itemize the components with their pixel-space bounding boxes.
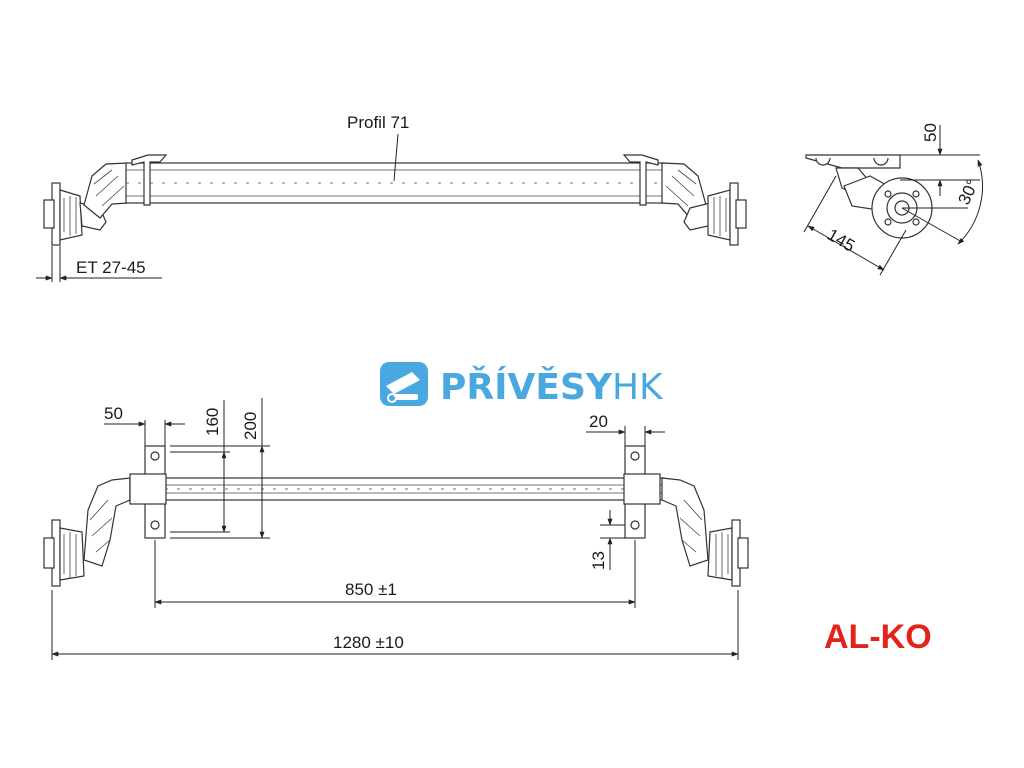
svg-text:PŘÍVĚSYHK: PŘÍVĚSYHK [440,366,664,408]
axle-tube-front [129,445,665,539]
left-swing-arm-front [83,477,131,567]
axle-front-view [43,398,749,660]
front-dim-50: 50 [104,404,123,423]
et-dimension [36,246,162,282]
privesyhk-watermark: PŘÍVĚSYHK [380,362,664,408]
front-dim-850: 850 ±1 [345,580,397,599]
side-dim-50: 50 [921,123,940,142]
side-dim-145: 145 [824,225,858,256]
side-dim-30: 30° [954,176,982,207]
profile-label: Profil 71 [347,113,409,132]
profile-leader-line [393,133,399,182]
front-dim-200: 200 [241,412,260,440]
axle-tube-top [125,154,665,206]
right-swing-arm-top [661,162,707,219]
right-hub-top [683,182,747,246]
alko-logo: AL-KO [824,618,932,656]
front-dim-20: 20 [589,412,608,431]
left-hub-top [43,182,107,246]
trailer-logo-icon [380,362,428,406]
watermark-name-suffix: HK [612,367,664,408]
left-swing-arm-top [83,162,129,219]
et-label: ET 27-45 [76,258,146,277]
right-swing-arm-front [661,477,709,567]
right-hub-front [707,519,749,587]
watermark-name-main: PŘÍVĚSY [440,366,613,408]
left-hub-front [43,519,85,587]
front-dim-160: 160 [203,408,222,436]
axle-top-view: Profil 71 ET 27-45 [36,113,747,282]
axle-side-view [803,125,983,276]
front-dim-13: 13 [589,551,608,570]
front-dim-1280: 1280 ±10 [333,633,404,652]
